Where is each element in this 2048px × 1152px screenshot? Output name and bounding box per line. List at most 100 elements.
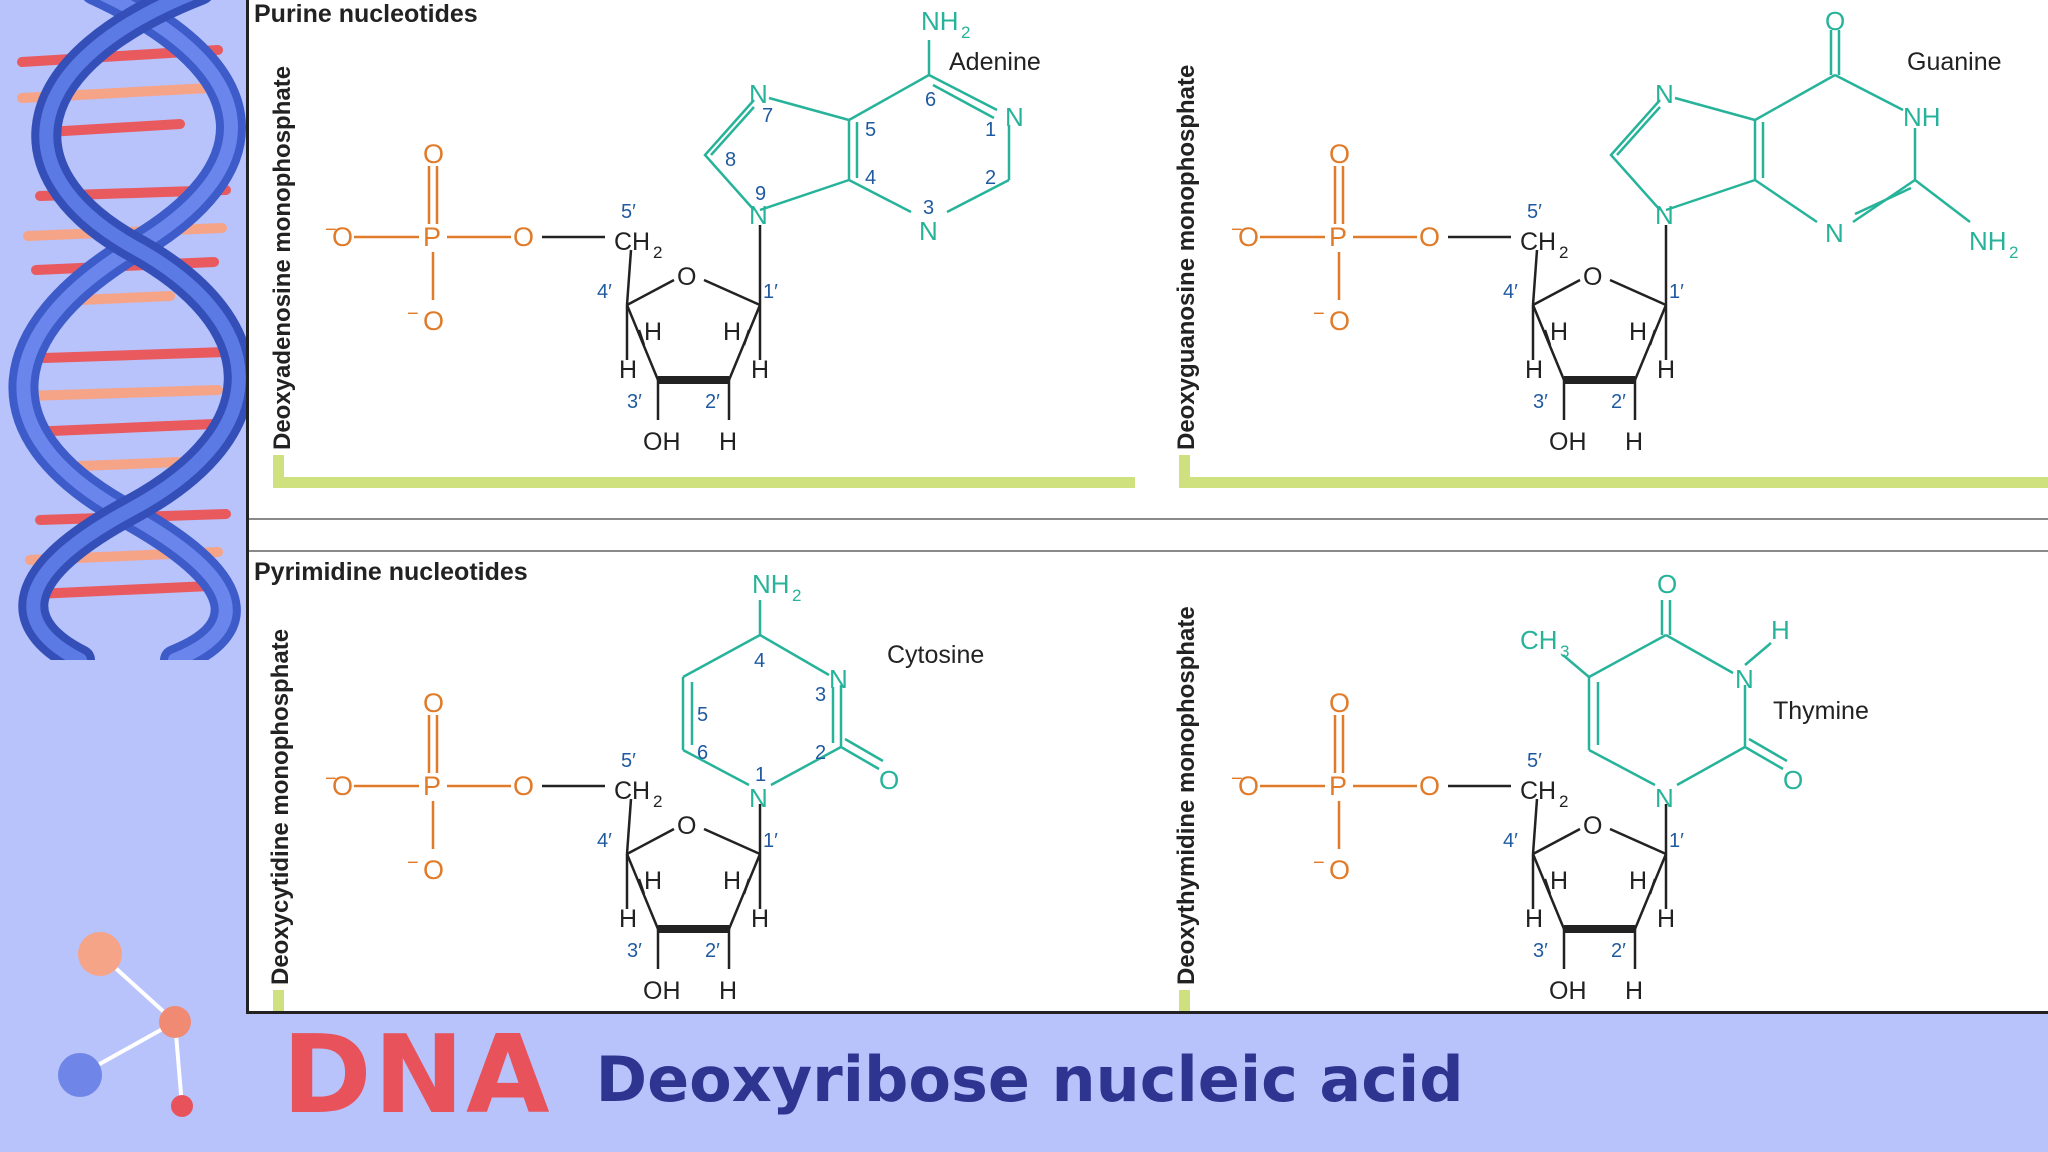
svg-text:CH: CH	[614, 228, 650, 256]
svg-text:−: −	[1231, 768, 1243, 790]
nucleotides-figure: Purine nucleotides Pyrimidine nucleotide…	[246, 0, 2048, 1014]
svg-text:O: O	[423, 688, 444, 718]
svg-text:H: H	[619, 356, 637, 384]
svg-text:H: H	[1657, 356, 1675, 384]
svg-text:4′: 4′	[1503, 830, 1518, 852]
dAMP-bar-v	[273, 455, 284, 485]
svg-text:3: 3	[1560, 642, 1569, 661]
svg-text:3′: 3′	[627, 940, 642, 962]
svg-text:OH: OH	[643, 977, 681, 1005]
svg-text:N: N	[749, 200, 768, 230]
dGMP-bar-v	[1179, 455, 1190, 485]
svg-text:2: 2	[1559, 792, 1568, 811]
svg-text:H: H	[1629, 318, 1647, 346]
dGMP-bar-h	[1179, 477, 2048, 488]
svg-text:H: H	[644, 318, 662, 346]
svg-text:O: O	[513, 222, 534, 252]
dCMP-bar-v	[273, 990, 284, 1011]
svg-text:2: 2	[815, 742, 826, 764]
svg-text:−: −	[1313, 852, 1325, 874]
dTMP-bar-v	[1179, 990, 1190, 1011]
svg-text:−: −	[1231, 219, 1243, 241]
svg-text:H: H	[719, 428, 737, 456]
svg-text:−: −	[407, 303, 419, 325]
svg-text:1′: 1′	[1669, 281, 1684, 303]
svg-text:6: 6	[925, 89, 936, 111]
svg-text:−: −	[325, 219, 337, 241]
svg-text:H: H	[1525, 356, 1543, 384]
svg-text:O: O	[1783, 765, 1803, 795]
svg-text:CH: CH	[614, 777, 650, 805]
svg-text:1′: 1′	[1669, 830, 1684, 852]
svg-text:4: 4	[865, 167, 876, 189]
svg-text:O: O	[423, 139, 444, 169]
svg-text:5: 5	[865, 119, 876, 141]
svg-text:OH: OH	[1549, 428, 1587, 456]
svg-text:H: H	[719, 977, 737, 1005]
svg-text:CH: CH	[1520, 228, 1556, 256]
svg-text:H: H	[619, 905, 637, 933]
svg-text:2′: 2′	[1611, 940, 1626, 962]
svg-text:H: H	[1550, 318, 1568, 346]
svg-text:−: −	[407, 852, 419, 874]
dna-acronym: DNA	[282, 1012, 552, 1138]
svg-text:5′: 5′	[1527, 750, 1542, 772]
svg-text:N: N	[1825, 218, 1844, 248]
svg-text:O: O	[332, 222, 353, 252]
svg-text:4′: 4′	[597, 281, 612, 303]
svg-text:O: O	[1583, 263, 1602, 291]
svg-text:N: N	[1735, 664, 1754, 694]
svg-text:3: 3	[923, 197, 934, 219]
section-divider-bottom	[249, 550, 2048, 552]
svg-text:2: 2	[961, 23, 970, 42]
svg-text:4′: 4′	[1503, 281, 1518, 303]
svg-text:O: O	[1329, 688, 1350, 718]
dCMP-base-name: Cytosine	[887, 641, 984, 669]
svg-text:3′: 3′	[1533, 391, 1548, 413]
svg-text:H: H	[1657, 905, 1675, 933]
svg-text:P: P	[423, 222, 441, 252]
svg-text:3: 3	[815, 684, 826, 706]
svg-text:O: O	[1419, 222, 1440, 252]
svg-text:N: N	[1655, 79, 1674, 109]
svg-text:O: O	[513, 771, 534, 801]
svg-text:H: H	[1625, 977, 1643, 1005]
svg-text:−: −	[1313, 303, 1325, 325]
svg-text:O: O	[332, 771, 353, 801]
svg-text:H: H	[1625, 428, 1643, 456]
svg-text:O: O	[677, 263, 696, 291]
svg-text:6: 6	[697, 742, 708, 764]
svg-text:N: N	[1655, 783, 1674, 813]
svg-text:N: N	[749, 79, 768, 109]
svg-text:O: O	[879, 765, 899, 795]
svg-text:NH: NH	[1969, 226, 2007, 256]
footer-title: DNA Deoxyribose nucleic acid	[282, 1010, 1464, 1140]
svg-text:3′: 3′	[627, 391, 642, 413]
svg-text:3′: 3′	[1533, 940, 1548, 962]
svg-text:1: 1	[755, 764, 766, 786]
svg-text:O: O	[1419, 771, 1440, 801]
svg-text:H: H	[1629, 867, 1647, 895]
svg-text:O: O	[1329, 139, 1350, 169]
svg-text:5′: 5′	[621, 750, 636, 772]
svg-text:2: 2	[792, 586, 801, 605]
svg-text:O: O	[1329, 306, 1350, 336]
svg-text:O: O	[1583, 812, 1602, 840]
svg-text:1′: 1′	[763, 830, 778, 852]
svg-text:5′: 5′	[1527, 201, 1542, 223]
svg-text:7: 7	[762, 105, 773, 127]
molecule-icon	[58, 932, 193, 1117]
svg-text:2: 2	[1559, 243, 1568, 262]
svg-text:8: 8	[725, 149, 736, 171]
svg-text:O: O	[677, 812, 696, 840]
svg-text:O: O	[1825, 6, 1845, 36]
svg-text:H: H	[644, 867, 662, 895]
dna-expansion: Deoxyribose nucleic acid	[595, 1042, 1464, 1116]
dAMP-bar-h	[273, 477, 1135, 488]
svg-text:H: H	[751, 905, 769, 933]
svg-text:O: O	[423, 306, 444, 336]
